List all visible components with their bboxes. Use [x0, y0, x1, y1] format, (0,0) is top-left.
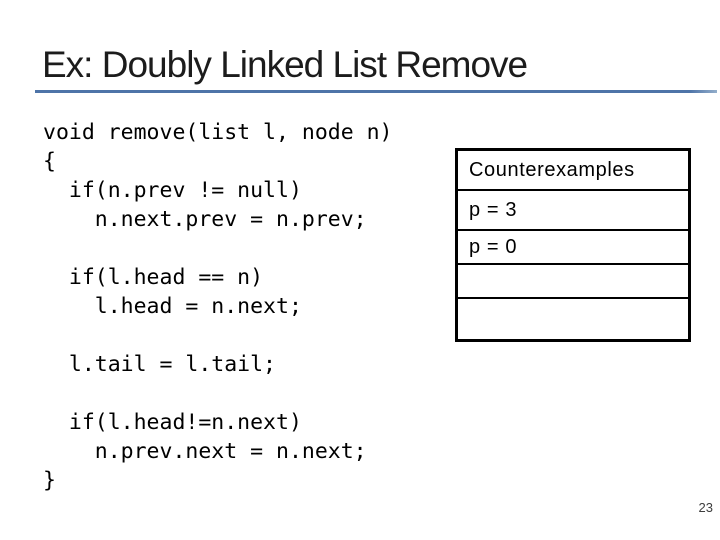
table-row [458, 297, 688, 339]
code-line: if(l.head == n) [43, 265, 264, 290]
code-block: void remove(list l, node n) { if(n.prev … [43, 118, 393, 495]
code-line [43, 234, 393, 263]
slide-title: Ex: Doubly Linked List Remove [42, 44, 528, 85]
code-line: } [43, 468, 56, 493]
page-number: 23 [698, 500, 713, 515]
table-row: p = 0 [458, 229, 688, 263]
table-row: p = 3 [458, 189, 688, 229]
table-header: Counterexamples [469, 158, 635, 181]
counterexamples-table: Counterexamples p = 3 p = 0 [455, 148, 691, 342]
title-rule [35, 90, 717, 93]
code-line: { [43, 149, 56, 174]
code-line: n.next.prev = n.prev; [43, 207, 367, 232]
code-line: void remove(list l, node n) [43, 120, 393, 145]
code-line: l.tail = l.tail; [43, 352, 276, 377]
code-line: if(l.head!=n.next) [43, 410, 302, 435]
code-line [43, 379, 393, 408]
code-line: l.head = n.next; [43, 294, 302, 319]
code-line: if(n.prev != null) [43, 178, 302, 203]
table-row [458, 263, 688, 297]
code-line [43, 321, 393, 350]
code-line: n.prev.next = n.next; [43, 439, 367, 464]
